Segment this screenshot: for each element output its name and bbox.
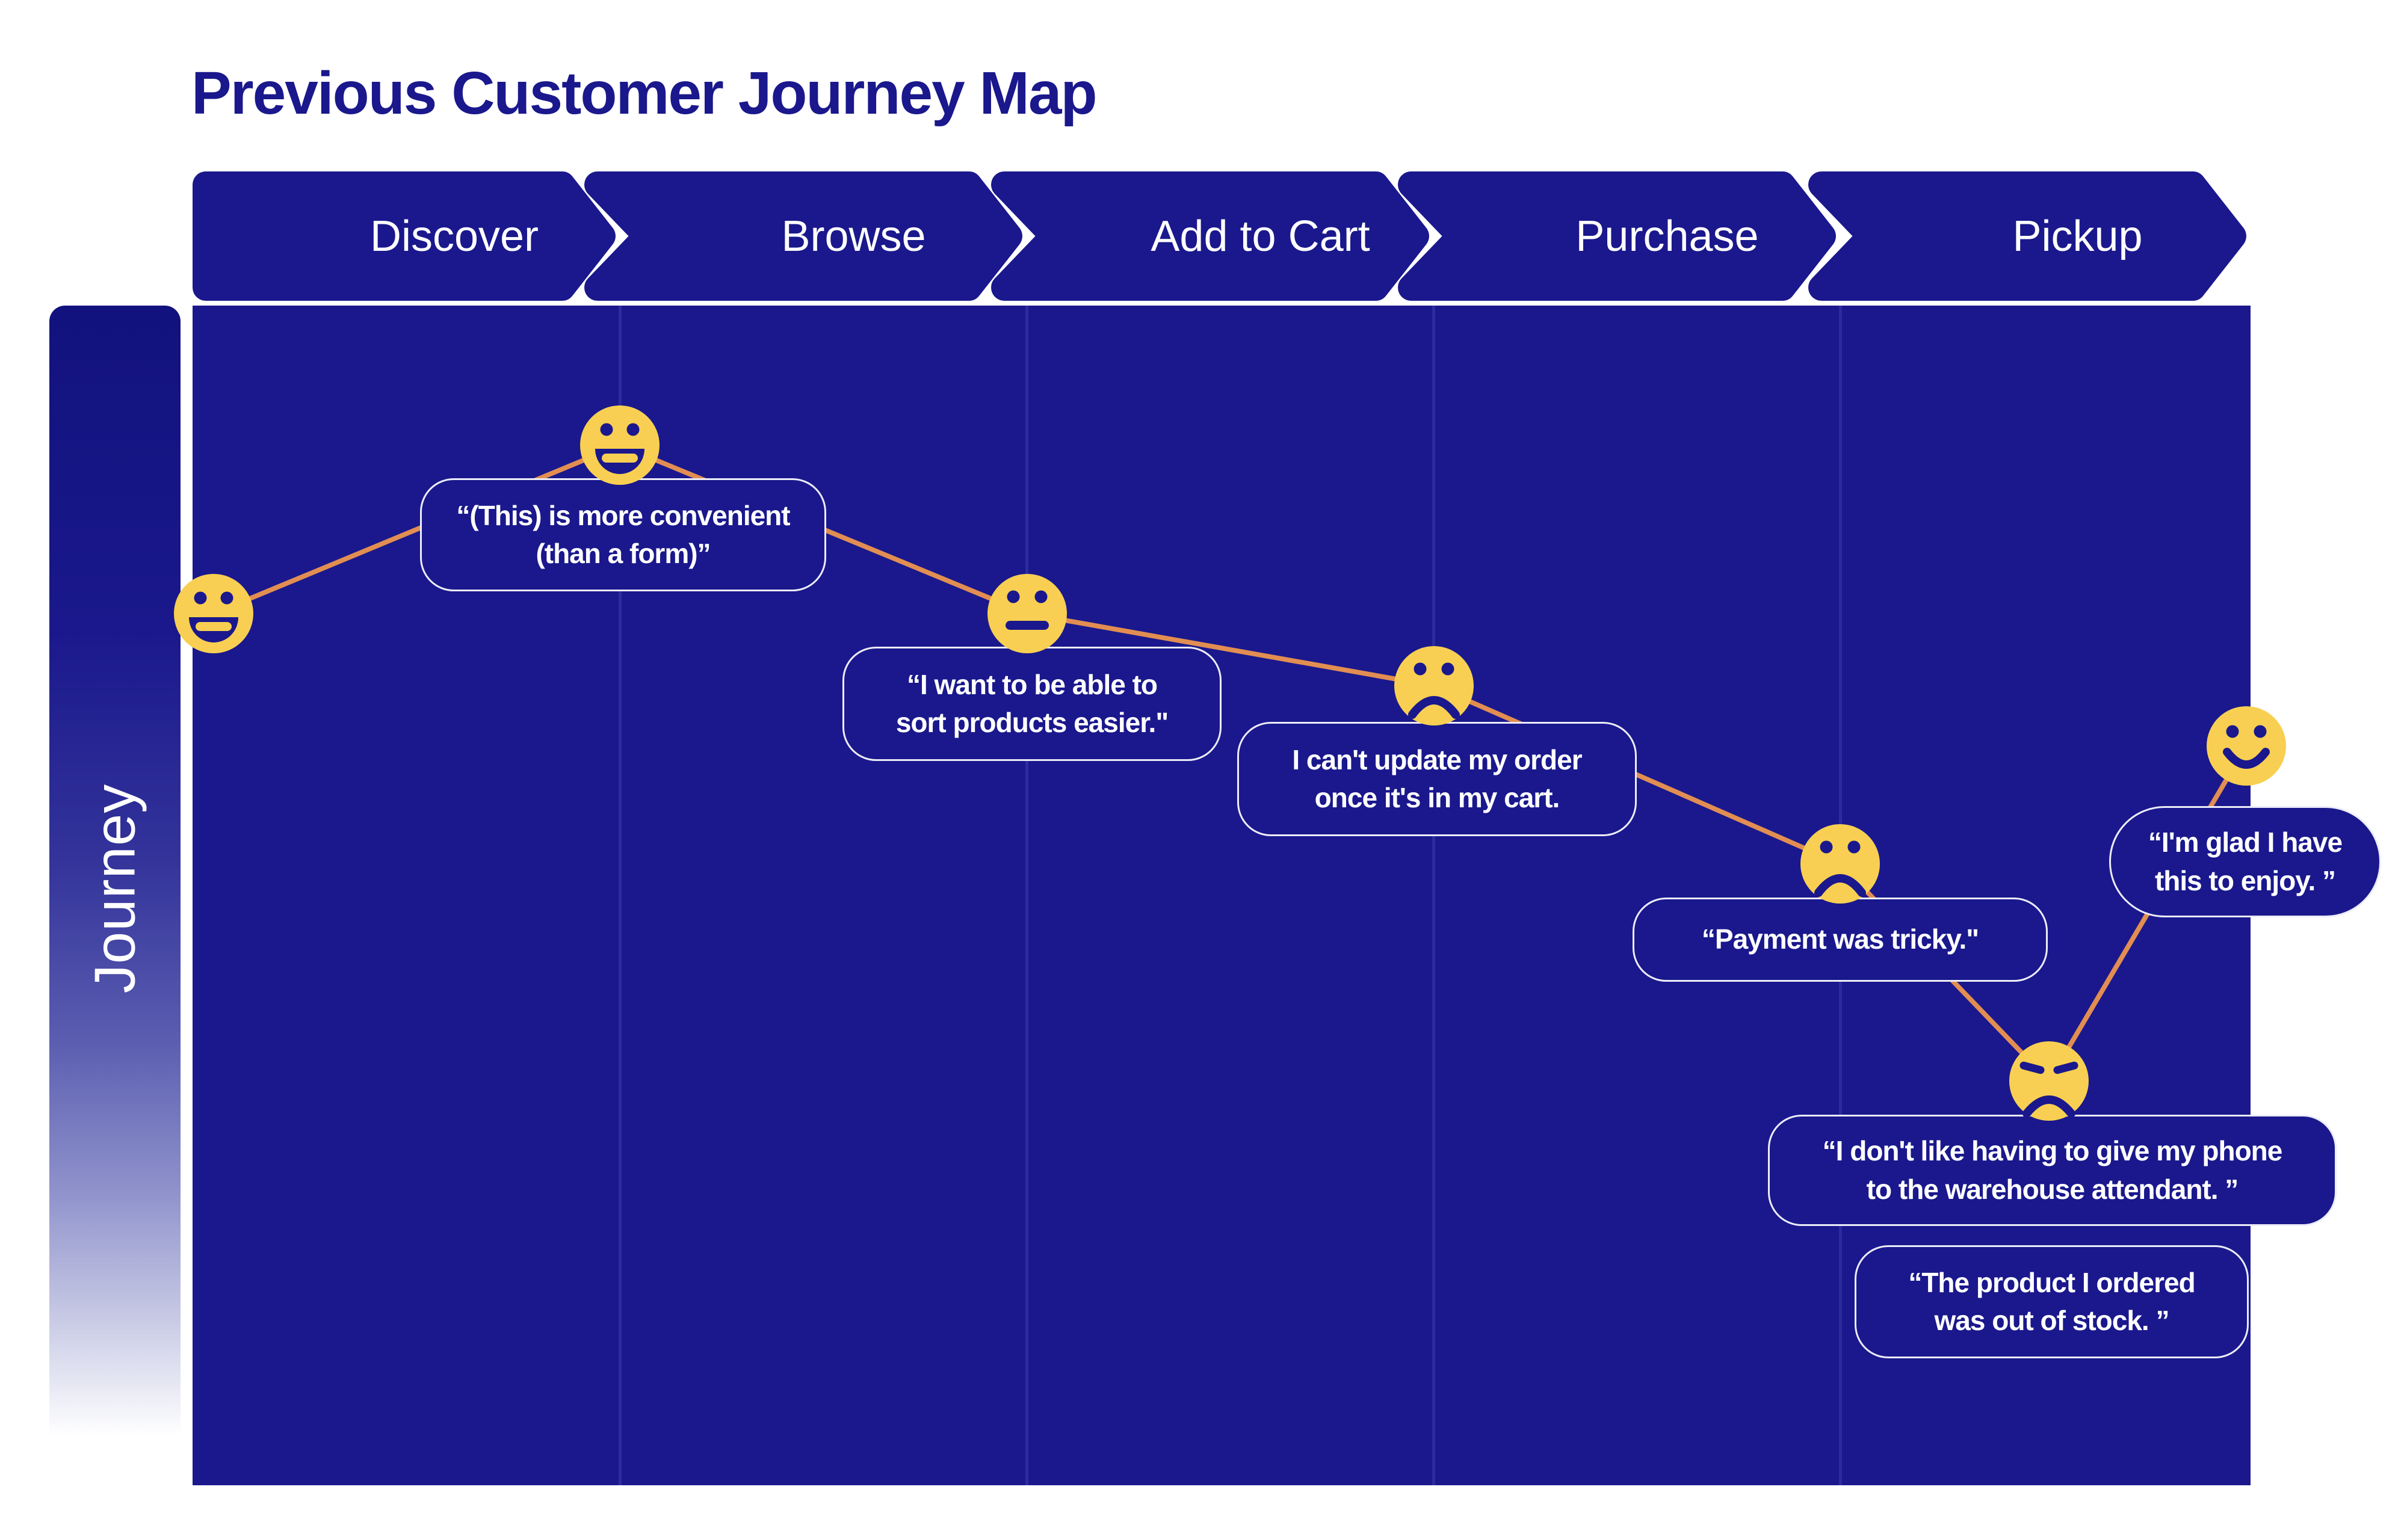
page-title: Previous Customer Journey Map [191, 60, 1098, 127]
stage-label-add-to-cart: Add to Cart [1151, 212, 1370, 260]
stage-chevron-add-to-cart: Add to Cart [991, 171, 1433, 301]
quote-text: “The product I ordered [1908, 1266, 2195, 1298]
quote-bubble: “(This) is more convenient (than a form)… [420, 478, 826, 591]
chevron-arrow-icon [1398, 171, 1836, 301]
quote-text: this to enjoy. ” [2154, 864, 2336, 896]
quote-bubble: “I'm glad I have this to enjoy. ” [2109, 806, 2381, 917]
quote-text: “I'm glad I have [2148, 827, 2343, 858]
quote-text: I can't update my order [1292, 744, 1582, 775]
quote-text: once it's in my cart. [1314, 782, 1560, 813]
quote-text: “I want to be able to [906, 668, 1158, 700]
stage-label-pickup: Pickup [2012, 212, 2143, 260]
stage-label-browse: Browse [781, 212, 926, 260]
chevron-arrow-icon [584, 171, 1022, 301]
quote-text: (than a form)” [536, 538, 711, 569]
quote-text: was out of stock. ” [1934, 1305, 2170, 1336]
quote-text: “(This) is more convenient [456, 499, 790, 531]
journey-axis-bar: Journey [49, 306, 181, 1471]
column-divider [1432, 306, 1435, 1485]
stage-chevron-discover: Discover [193, 171, 620, 301]
column-divider [1839, 306, 1842, 1485]
journey-axis-label: Journey [82, 783, 147, 993]
stage-label-purchase: Purchase [1575, 212, 1759, 260]
quote-text: “Payment was tricky." [1701, 923, 1979, 955]
stage-label-discover: Discover [369, 212, 539, 260]
quote-text: to the warehouse attendant. ” [1866, 1173, 2239, 1205]
quote-bubble: “I don't like having to give my phone to… [1768, 1115, 2337, 1226]
chevron-arrow-icon [193, 171, 616, 301]
stage-chevron-browse: Browse [584, 171, 1027, 301]
quote-text: sort products easier." [895, 707, 1169, 738]
stage-chevron-pickup: Pickup [1808, 171, 2251, 301]
stage-chevron-purchase: Purchase [1398, 171, 1840, 301]
quote-bubble: “I want to be able to sort products easi… [842, 647, 1222, 761]
quote-bubble: “The product I ordered was out of stock.… [1855, 1245, 2249, 1358]
chevron-arrow-icon [1808, 171, 2246, 301]
quote-bubble: “Payment was tricky." [1633, 898, 2048, 982]
quote-text: “I don't like having to give my phone [1822, 1135, 2283, 1167]
chevron-arrow-icon [991, 171, 1429, 301]
column-divider [1025, 306, 1028, 1485]
quote-bubble: I can't update my order once it's in my … [1237, 722, 1637, 836]
